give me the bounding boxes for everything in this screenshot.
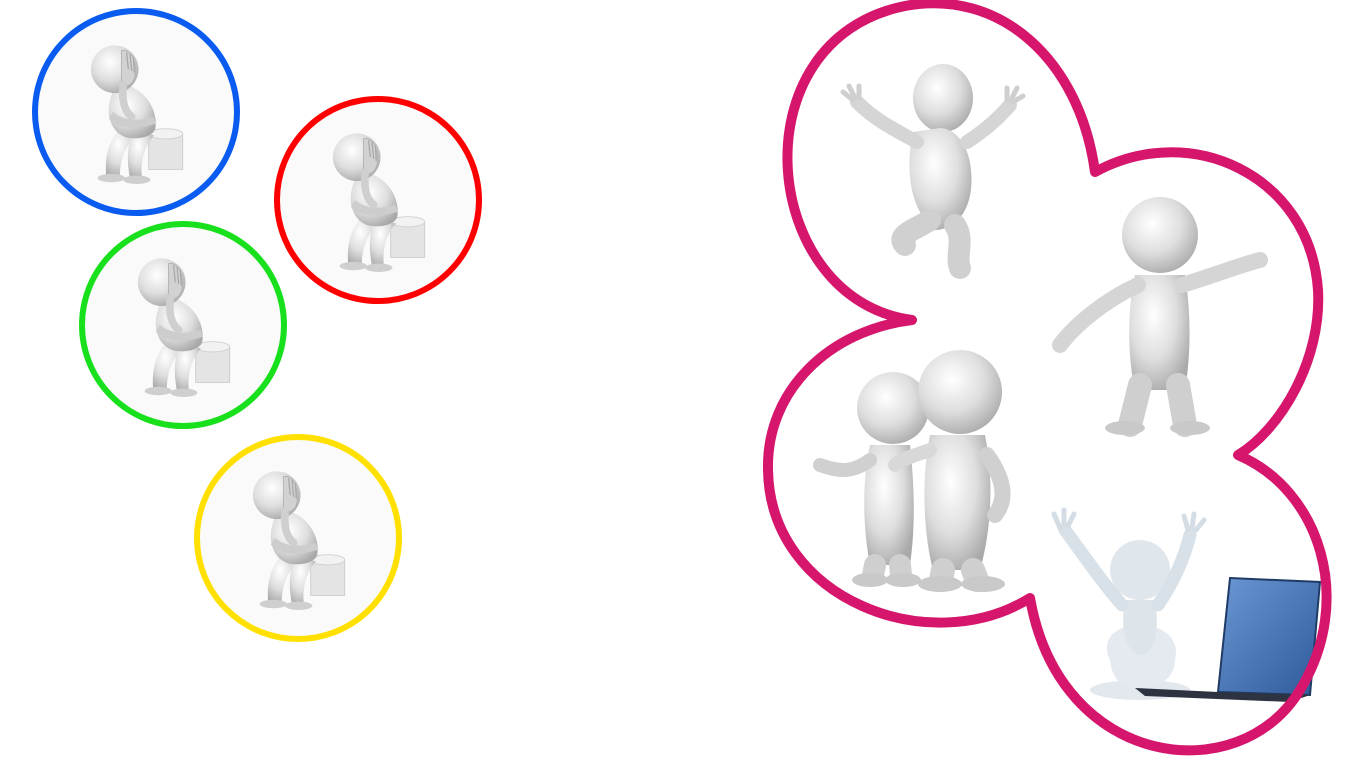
happy-group	[762, 0, 1332, 756]
sad-member-blue	[32, 8, 240, 216]
yellow-ring	[194, 434, 402, 642]
sad-member-yellow	[194, 434, 402, 642]
two-friends-icon	[813, 350, 1011, 592]
red-ring	[274, 96, 482, 304]
sad-group	[32, 8, 482, 642]
laptop-cheering-person-icon	[1051, 507, 1322, 702]
jumping-person-icon	[840, 64, 1026, 279]
welcoming-person-icon	[1052, 197, 1268, 437]
green-ring	[79, 221, 287, 429]
sad-member-red	[274, 96, 482, 304]
happy-group-outline	[762, 0, 1332, 756]
sad-member-green	[79, 221, 287, 429]
blue-ring	[32, 8, 240, 216]
